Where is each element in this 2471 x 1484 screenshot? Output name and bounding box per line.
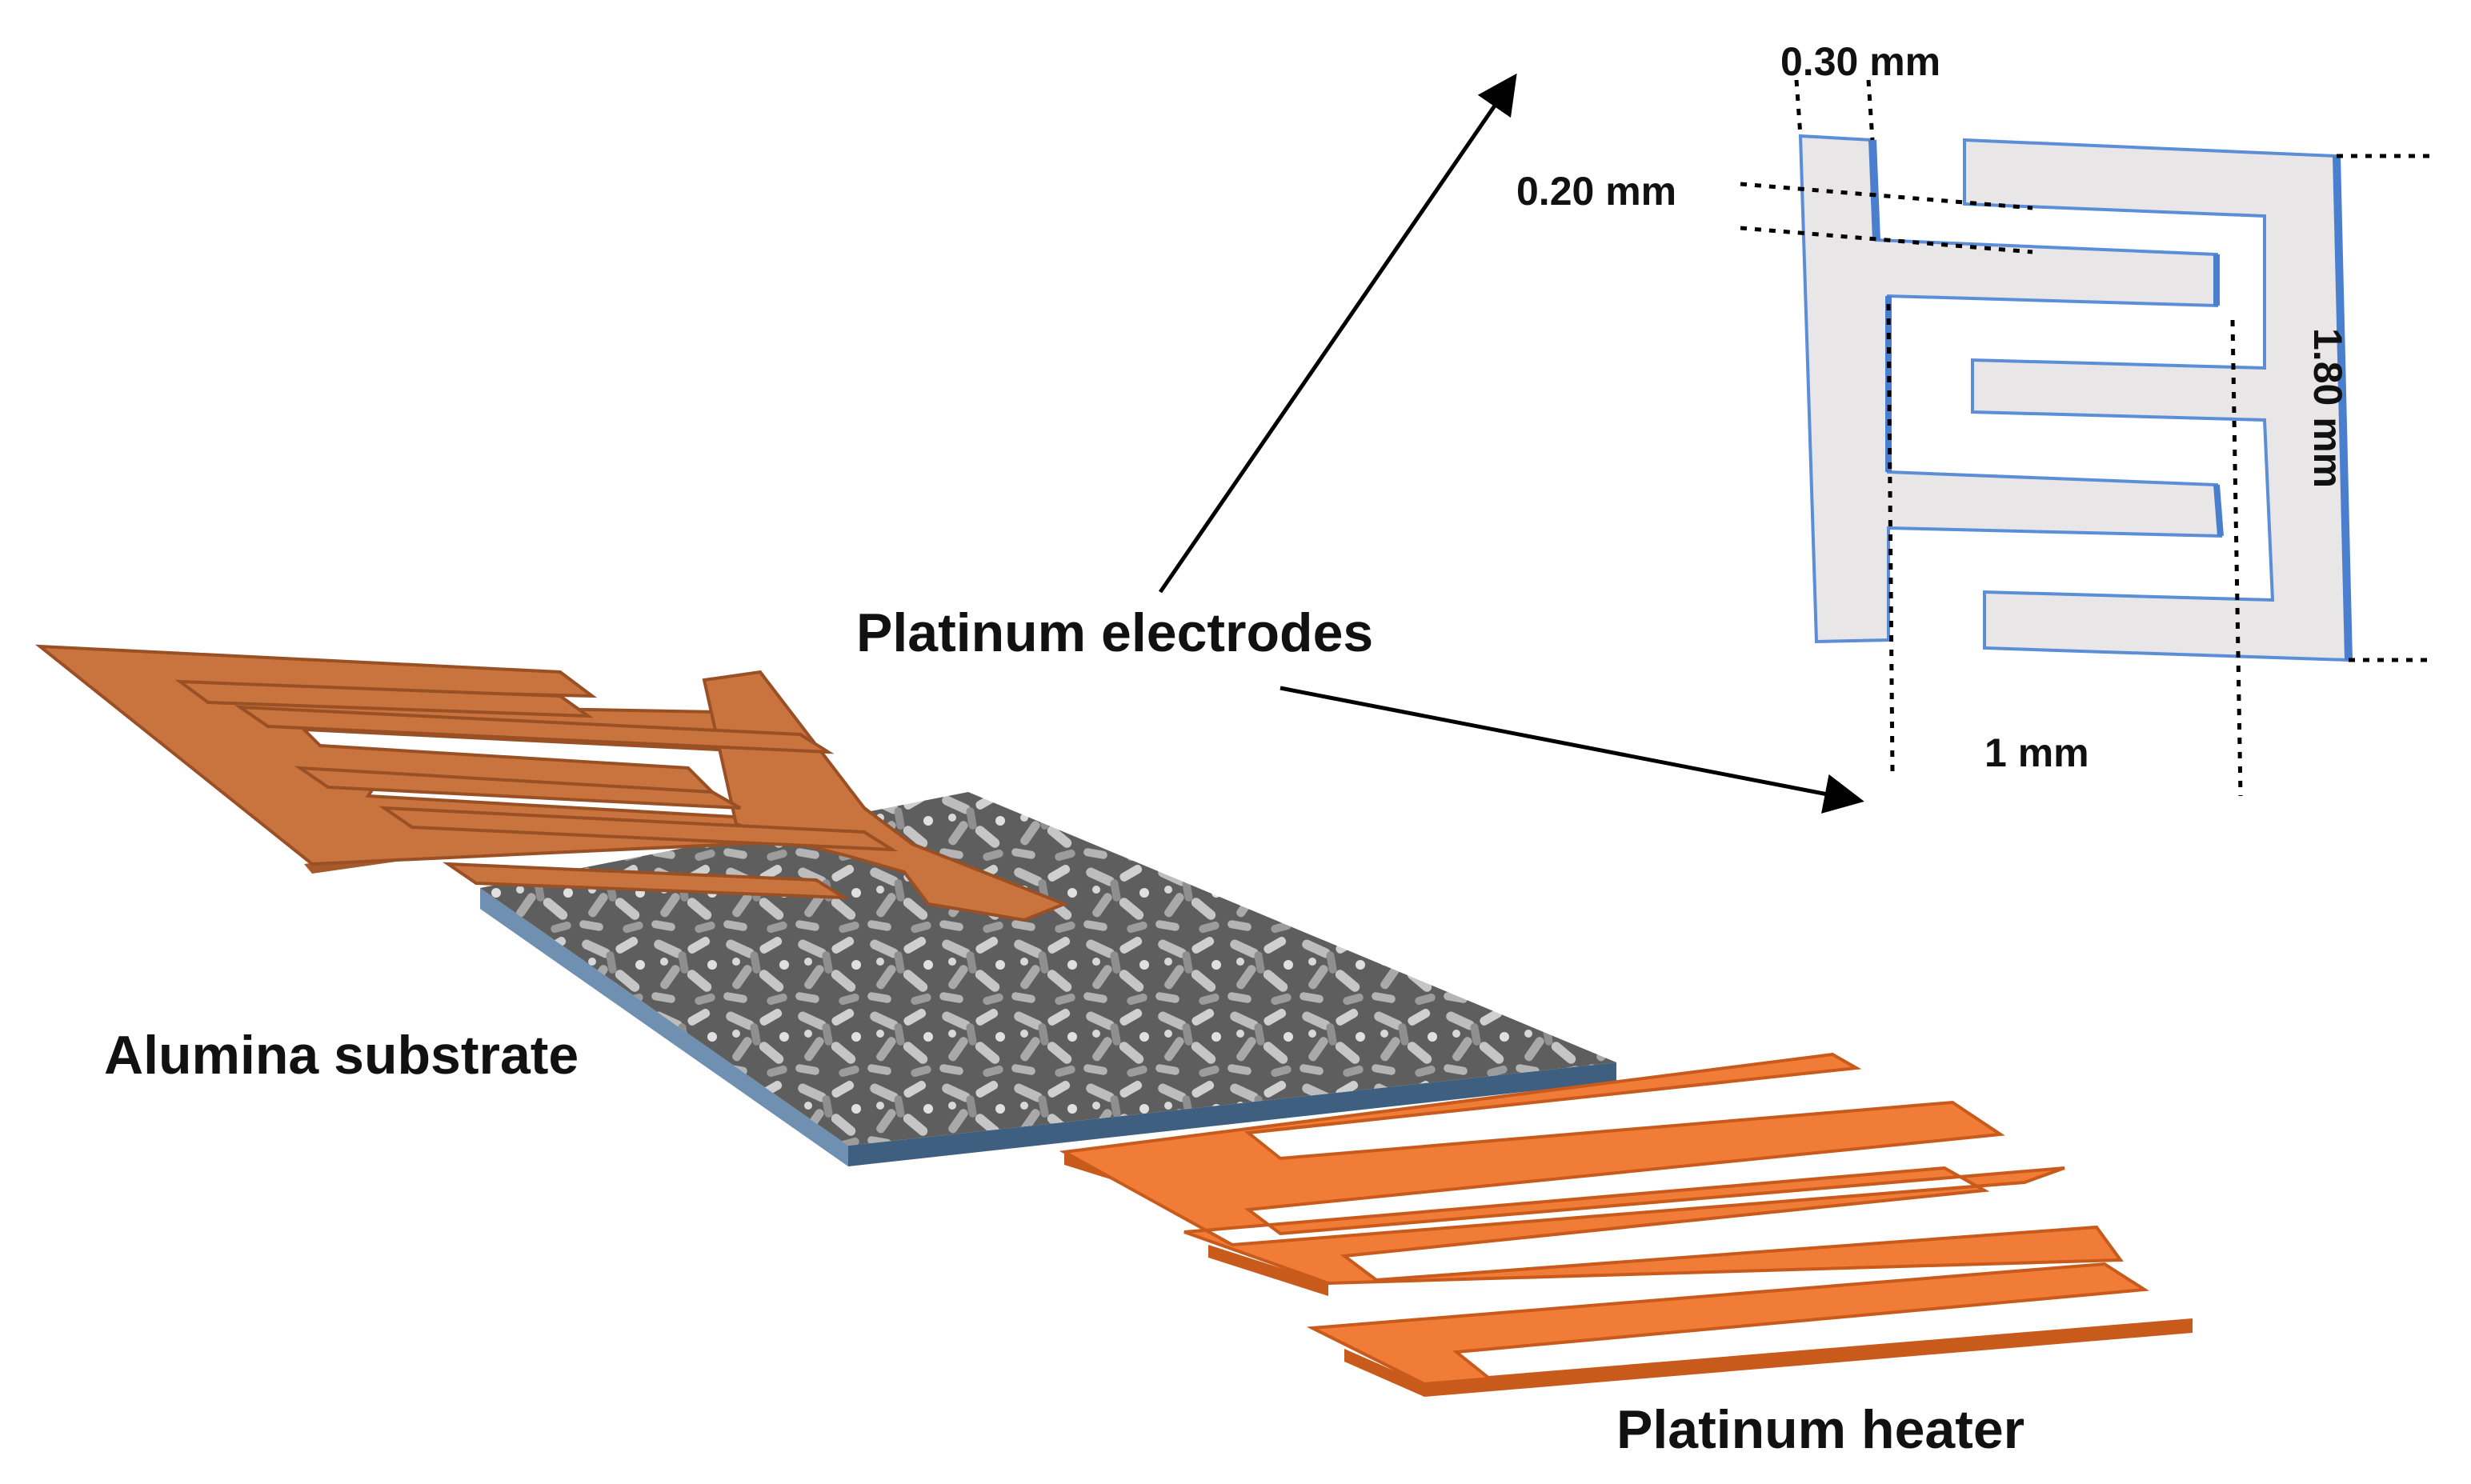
inset-edge-highlight-1 <box>1868 139 1880 241</box>
electrode-finger-1 <box>174 679 594 718</box>
dim-line-1mm-left <box>1886 303 1895 773</box>
arrow-to-zoom <box>1158 73 1517 594</box>
arrow-to-inset <box>1280 686 1864 814</box>
electrode-finger-5 <box>443 862 851 900</box>
substrate-side-front <box>848 1062 1616 1166</box>
dim-label-width: 1 mm <box>1984 730 2089 775</box>
inset-edge-highlight-5 <box>2213 484 2224 537</box>
dim-line-020-top <box>1740 182 2033 210</box>
heater-side-3 <box>1344 1349 1424 1397</box>
electrode-finger-3 <box>294 766 741 810</box>
dim-label-gap: 0.20 mm <box>1516 169 1677 214</box>
dim-line-020-bottom <box>1740 226 2033 254</box>
dim-label-finger-width: 0.30 mm <box>1780 39 1941 84</box>
heater-serpentine <box>1059 1052 2193 1386</box>
heater-side-2 <box>1208 1245 1328 1296</box>
platinum-electrodes-3d <box>34 644 1069 922</box>
platinum-heater-3d <box>1059 1052 2193 1397</box>
electrode-finger-4 <box>378 806 899 852</box>
electrode-inset <box>1740 79 2433 797</box>
dim-label-height: 1.80 mm <box>2305 328 2350 489</box>
substrate-side-left <box>480 888 848 1166</box>
label-platinum-electrodes: Platinum electrodes <box>856 602 1374 663</box>
heater-side-4 <box>1424 1320 2193 1397</box>
inset-right-comb <box>1963 138 2351 662</box>
label-alumina-substrate: Alumina substrate <box>104 1025 579 1086</box>
inset-edge-highlight-2 <box>2333 155 2353 661</box>
dimension-lines <box>1740 79 2433 797</box>
dim-line-030-right <box>1866 79 1875 141</box>
dim-line-030-left <box>1794 79 1803 137</box>
electrode-finger-2 <box>234 705 835 754</box>
label-platinum-heater: Platinum heater <box>1616 1399 2025 1460</box>
